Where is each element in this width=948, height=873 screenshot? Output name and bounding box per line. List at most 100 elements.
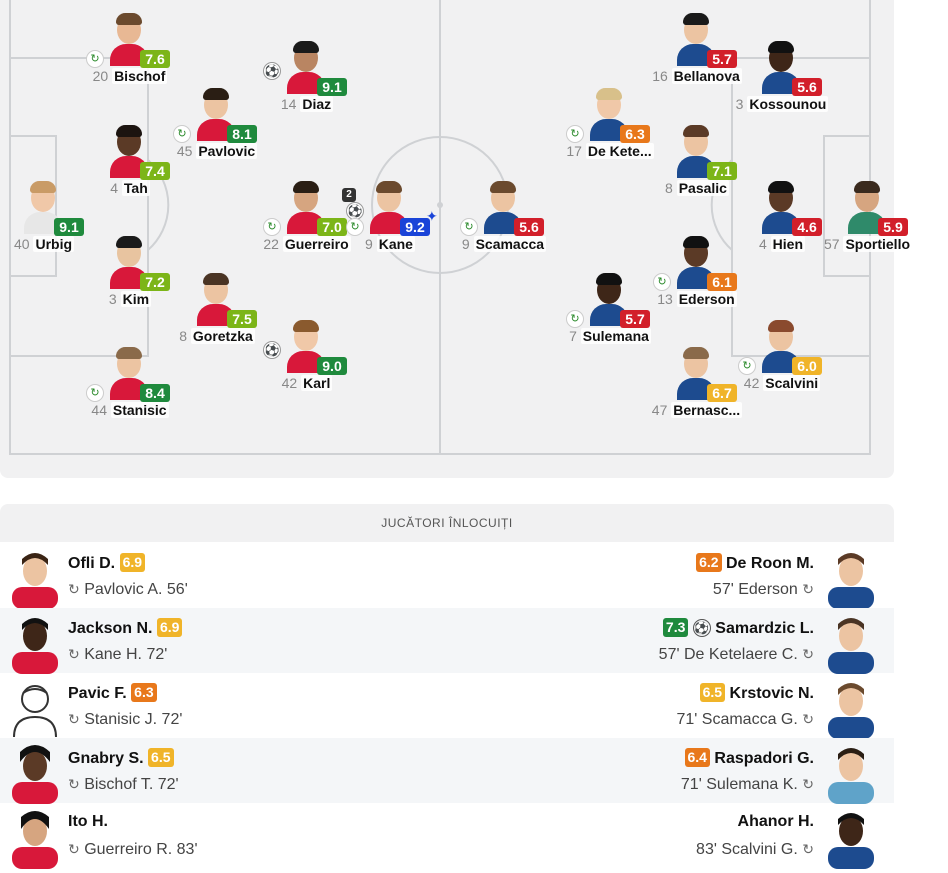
rating-badge: 8.1 [227, 125, 257, 143]
rating-badge: 7.3 [662, 618, 689, 637]
replaced-player: Pavlovic A. 56' [84, 581, 188, 598]
player-home-1[interactable]: ↻ 7.6 20 Bischof [80, 10, 180, 100]
player-name: Kossounou [747, 96, 829, 112]
shirt-number: 17 [566, 143, 582, 159]
player-away-1[interactable]: 5.7 16 Bellanova [647, 10, 747, 100]
rating-badge: 6.9 [119, 553, 146, 572]
substitution-icon: ↻ [653, 273, 671, 291]
player-home-8[interactable]: ↻ 7.0 22 Guerreiro [257, 178, 357, 268]
player-away-0[interactable]: 5.9 57 Sportiello [818, 178, 918, 268]
player-name: Diaz [300, 96, 334, 112]
player-home-2[interactable]: 7.4 4 Tah [80, 122, 180, 212]
sub-player-name: Pavic F. [68, 685, 127, 702]
player-placeholder-icon [6, 677, 64, 738]
player-photo [108, 344, 150, 400]
player-photo [675, 344, 717, 400]
substitution-icon: ↻ [802, 581, 814, 597]
player-home-10[interactable]: 2 ⚽ ↻ 9.2 ✦ 9 Kane [340, 178, 440, 268]
player-name: Pavlovic [196, 143, 258, 159]
player-home-0[interactable]: 9.1 40 Urbig [0, 178, 94, 268]
shirt-number: 8 [179, 328, 187, 344]
sub-player-away[interactable]: 7.3 ⚽ Samardzic L. 57' De Ketelaere C. ↻ [447, 608, 894, 674]
replaced-player: Kane H. 72' [84, 646, 168, 663]
sub-row: Ito H. ↻ Guerreiro R. 83' Ahanor H. 83' … [0, 803, 894, 873]
substitution-icon: ↻ [86, 384, 104, 402]
player-photo [6, 547, 64, 609]
sub-player-home[interactable]: Pavic F. 6.3 ↻ Stanisic J. 72' [0, 673, 447, 738]
sub-player-name: Ito H. [68, 813, 108, 830]
sub-player-away[interactable]: Ahanor H. 83' Scalvini G. ↻ [447, 803, 894, 869]
player-home-5[interactable]: ↻ 8.1 45 Pavlovic [167, 85, 267, 175]
player-away-8[interactable]: ↻ 6.1 13 Ederson [647, 233, 747, 323]
rating-badge: 5.7 [620, 310, 650, 328]
sub-row: Jackson N. 6.9 ↻ Kane H. 72' 7.3 ⚽ Samar… [0, 608, 894, 674]
shirt-number: 7 [569, 328, 577, 344]
sub-player-name: Jackson N. [68, 620, 153, 637]
player-away-9[interactable]: ↻ 5.7 7 Sulemana [560, 270, 660, 360]
rating-badge: 9.2 [400, 218, 430, 236]
player-name: Urbig [33, 236, 75, 252]
replaced-player: 71' Sulemana K. [680, 776, 798, 793]
player-name: Tah [121, 180, 150, 196]
player-photo [675, 233, 717, 289]
player-photo [6, 742, 64, 804]
player-away-7[interactable]: 7.1 8 Pasalic [647, 122, 747, 212]
player-photo [588, 270, 630, 326]
sub-player-home[interactable]: Ito H. ↻ Guerreiro R. 83' [0, 803, 447, 869]
player-name: Goretzka [190, 328, 255, 344]
player-photo [6, 807, 64, 869]
shirt-number: 22 [263, 236, 279, 252]
player-photo [822, 742, 880, 804]
shirt-number: 4 [110, 180, 119, 196]
goal-icon: ⚽ [263, 341, 281, 359]
shirt-number: 14 [280, 96, 297, 112]
player-photo [108, 233, 150, 289]
sub-player-home[interactable]: Jackson N. 6.9 ↻ Kane H. 72' [0, 608, 447, 674]
player-home-4[interactable]: ↻ 8.4 44 Stanisic [80, 344, 180, 434]
replaced-player: Bischof T. 72' [84, 776, 179, 793]
player-away-10[interactable]: ↻ 5.6 9 Scamacca [454, 178, 554, 268]
rating-badge: 5.6 [792, 78, 822, 96]
shirt-number: 3 [735, 96, 744, 112]
player-away-2[interactable]: 5.6 3 Kossounou [732, 38, 832, 128]
player-photo [108, 122, 150, 178]
player-name: Pasalic [676, 180, 729, 196]
player-photo [285, 317, 327, 373]
player-home-9[interactable]: ⚽ 9.0 42 Karl [257, 317, 357, 407]
rating-badge: 8.4 [140, 384, 170, 402]
sub-player-away[interactable]: 6.2 De Roon M. 57' Ederson ↻ [447, 543, 894, 609]
substitution-icon: ↻ [566, 310, 584, 328]
player-away-4[interactable]: ↻ 6.0 42 Scalvini [732, 317, 832, 407]
sub-player-home[interactable]: Ofli D. 6.9 ↻ Pavlovic A. 56' [0, 543, 447, 609]
sub-row: Gnabry S. 6.5 ↻ Bischof T. 72' 6.4 Raspa… [0, 738, 894, 804]
player-home-6[interactable]: 7.5 8 Goretzka [167, 270, 267, 360]
goal-icon: ⚽ [346, 202, 364, 220]
player-photo [760, 317, 802, 373]
player-home-7[interactable]: ⚽ 9.1 14 Diaz [257, 38, 357, 128]
replaced-player: Stanisic J. 72' [84, 711, 183, 728]
player-name: Bellanova [671, 68, 742, 84]
player-name: Bernasc... [671, 402, 743, 418]
player-name: Sulemana [580, 328, 651, 344]
player-name: Kim [120, 291, 152, 307]
player-away-6[interactable]: ↻ 6.3 17 De Kete... [560, 85, 660, 175]
rating-badge: 7.0 [317, 218, 347, 236]
sub-player-home[interactable]: Gnabry S. 6.5 ↻ Bischof T. 72' [0, 738, 447, 804]
player-home-3[interactable]: 7.2 3 Kim [80, 233, 180, 323]
rating-badge: 5.9 [878, 218, 908, 236]
substitution-icon: ↻ [802, 841, 814, 857]
player-name: Stanisic [110, 402, 169, 418]
sub-player-away[interactable]: 6.5 Krstovic N. 71' Scamacca G. ↻ [447, 673, 894, 739]
substitution-icon: ↻ [86, 50, 104, 68]
rating-badge: 6.4 [684, 748, 710, 767]
player-away-5[interactable]: 6.7 47 Bernasc... [647, 344, 747, 434]
shirt-number: 16 [652, 68, 668, 84]
player-name: Kane [376, 236, 415, 252]
player-away-3[interactable]: 4.6 4 Hien [732, 178, 832, 268]
player-photo [108, 10, 150, 66]
sub-player-away[interactable]: 6.4 Raspadori G. 71' Sulemana K. ↻ [447, 738, 894, 804]
substitution-icon: ↻ [738, 357, 756, 375]
player-photo [846, 178, 888, 234]
shirt-number: 42 [281, 375, 298, 391]
player-photo [760, 38, 802, 94]
